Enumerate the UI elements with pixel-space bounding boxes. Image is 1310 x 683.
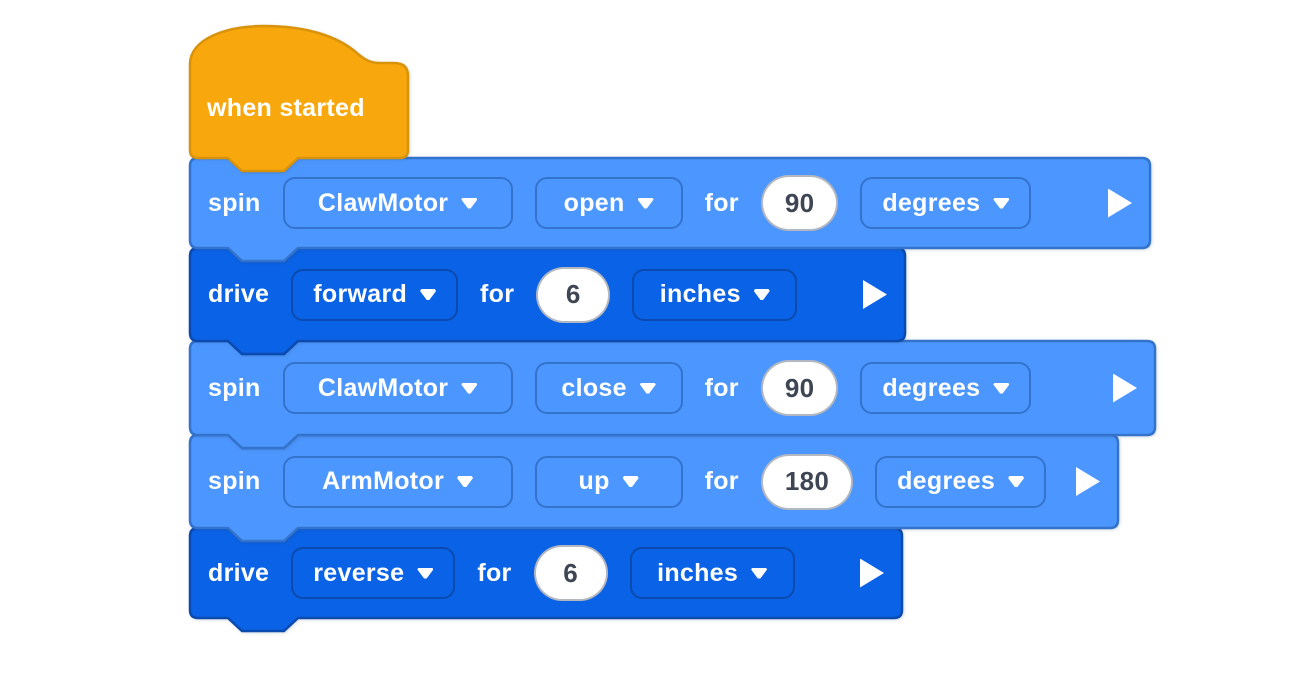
direction-dropdown[interactable]: reverse <box>291 547 456 599</box>
block-shape <box>188 339 1157 450</box>
value-text: 90 <box>784 187 815 218</box>
unit-dropdown[interactable]: degrees <box>860 362 1032 414</box>
dropdown-value: inches <box>659 280 741 308</box>
block-verb-label: drive <box>208 558 270 587</box>
value-input[interactable]: 180 <box>760 453 854 510</box>
dropdown-value: open <box>563 188 625 217</box>
block-shape <box>188 156 1152 263</box>
value-text: 6 <box>563 557 578 588</box>
play-icon[interactable] <box>863 280 887 309</box>
block-spin-clawmotor-close[interactable]: spin ClawMotor close for 90 degrees <box>188 339 1157 450</box>
value-input[interactable]: 90 <box>760 360 839 416</box>
hat-block-shape <box>188 24 410 173</box>
chevron-down-icon <box>461 382 478 394</box>
chevron-down-icon <box>751 567 768 579</box>
dropdown-value: ArmMotor <box>322 467 445 495</box>
dropdown-value: degrees <box>882 188 981 217</box>
when-started-hat-block[interactable]: when started <box>188 24 410 173</box>
for-label: for <box>704 373 739 402</box>
chevron-down-icon <box>1008 476 1025 487</box>
dropdown-value: up <box>578 467 610 495</box>
hat-label: when started <box>207 94 365 122</box>
unit-dropdown[interactable]: degrees <box>860 177 1032 229</box>
block-spin-clawmotor-open[interactable]: spin ClawMotor open for 90 degrees <box>188 156 1152 263</box>
dropdown-value: ClawMotor <box>317 188 449 217</box>
direction-dropdown[interactable]: forward <box>291 268 459 321</box>
motor-dropdown[interactable]: ClawMotor <box>282 177 513 229</box>
play-icon[interactable] <box>860 558 884 588</box>
chevron-down-icon <box>637 197 654 209</box>
dropdown-value: degrees <box>882 373 981 402</box>
for-label: for <box>480 280 515 308</box>
dropdown-value: reverse <box>313 558 405 587</box>
block-verb-label: spin <box>208 188 261 217</box>
chevron-down-icon <box>622 476 639 487</box>
dropdown-value: ClawMotor <box>317 373 449 402</box>
chevron-down-icon <box>639 382 656 394</box>
play-icon[interactable] <box>1108 188 1132 218</box>
value-input[interactable]: 6 <box>533 545 608 601</box>
dropdown-value: close <box>561 373 627 402</box>
direction-dropdown[interactable]: open <box>534 177 683 229</box>
motor-dropdown[interactable]: ArmMotor <box>282 455 513 508</box>
chevron-down-icon <box>993 382 1010 394</box>
play-icon[interactable] <box>1113 373 1137 403</box>
block-verb-label: spin <box>208 373 261 402</box>
block-spin-armmotor-up[interactable]: spin ArmMotor up for 180 degrees <box>188 433 1120 543</box>
dropdown-value: degrees <box>897 467 996 495</box>
value-input[interactable]: 90 <box>760 175 839 231</box>
dropdown-value: inches <box>657 558 739 587</box>
value-input[interactable]: 6 <box>536 266 611 323</box>
for-label: for <box>477 558 512 587</box>
dropdown-value: forward <box>313 280 408 308</box>
unit-dropdown[interactable]: inches <box>629 547 795 599</box>
chevron-down-icon <box>461 197 478 209</box>
chevron-down-icon <box>420 289 437 300</box>
block-verb-label: drive <box>208 280 270 308</box>
for-label: for <box>704 467 739 495</box>
chevron-down-icon <box>417 567 434 579</box>
unit-dropdown[interactable]: inches <box>632 268 798 321</box>
block-verb-label: spin <box>208 467 261 495</box>
for-label: for <box>704 188 739 217</box>
direction-dropdown[interactable]: close <box>534 362 683 414</box>
block-drive-forward[interactable]: drive forward for 6 inches <box>188 246 907 356</box>
value-text: 6 <box>565 279 581 309</box>
value-text: 90 <box>784 372 815 403</box>
chevron-down-icon <box>457 476 474 487</box>
motor-dropdown[interactable]: ClawMotor <box>282 362 513 414</box>
chevron-down-icon <box>993 197 1010 209</box>
chevron-down-icon <box>753 289 770 300</box>
block-drive-reverse[interactable]: drive reverse for 6 inches <box>188 526 904 633</box>
direction-dropdown[interactable]: up <box>534 455 683 508</box>
value-text: 180 <box>784 466 830 496</box>
play-icon[interactable] <box>1076 467 1100 496</box>
unit-dropdown[interactable]: degrees <box>875 455 1047 508</box>
